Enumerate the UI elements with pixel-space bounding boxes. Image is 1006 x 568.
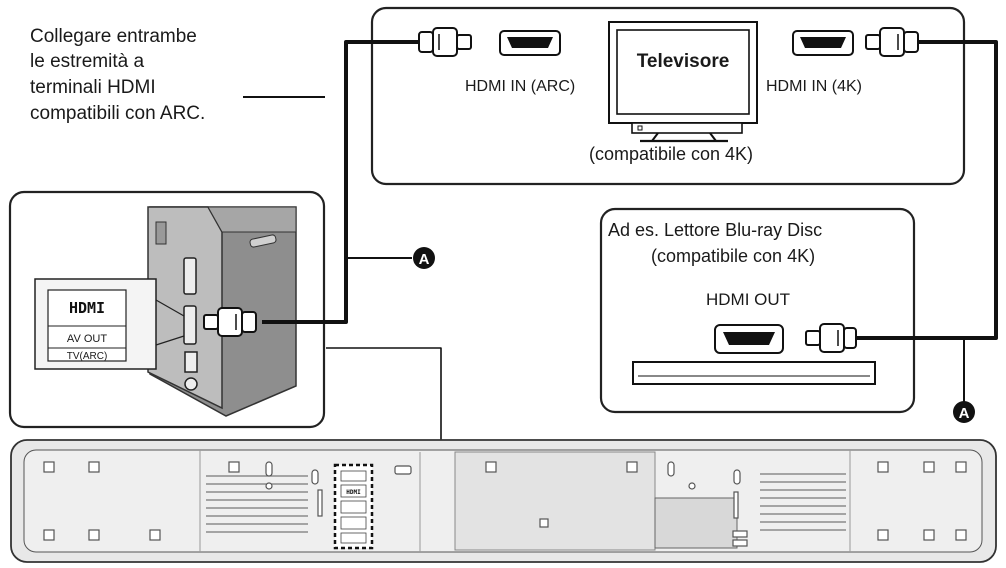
hdmi-cables [262,40,998,491]
tv-hdmi-arc-label: HDMI IN (ARC) [465,78,575,95]
note-line-3: terminali HDMI [30,77,156,98]
av-out-label: AV OUT [67,333,107,345]
tv-hdmi-arc-port [499,30,561,56]
player-body [632,361,876,385]
soundbar-vent-right [760,473,846,531]
tv-group: HDMI IN (ARC) Televisore (compatibile co… [370,6,966,186]
player-hdmi-out-port [714,324,784,354]
soundbar-vent-left [206,475,308,533]
hdmi-plug-soundbar [203,307,257,337]
hdmi-plug-player [805,323,857,353]
tv-name-label: Televisore [637,51,730,72]
hdmi-logo: HDMI [69,299,105,317]
callout-a-2-label: A [959,405,970,422]
callout-a-1-label: A [419,251,430,268]
television-icon [608,21,758,143]
tv-hdmi-4k-port [792,30,854,56]
note-line-4: compatibili con ARC. [30,103,205,124]
hdmi-plug-tv-4k [865,27,919,57]
instruction-note: Collegare entrambe le estremità a termin… [30,26,325,124]
player-line-1: Ad es. Lettore Blu-ray Disc [608,220,822,240]
player-group: Ad es. Lettore Blu-ray Disc (compatibile… [599,207,916,414]
callout-a-2: A [953,401,975,423]
tv-arc-label: TV(ARC) [67,351,108,362]
note-line-2: le estremità a [30,51,144,72]
closeup-optical-port [184,351,198,373]
soundbar-hdmi-mark: HDMI [346,489,361,496]
tv-compat-label: (compatibile con 4K) [589,144,753,164]
hdmi-cable-arc [262,40,470,324]
soundbar-closeup-group: HDMI AV OUT TV(ARC) [8,190,326,429]
closeup-hdmi-port-upper [183,257,197,295]
soundbar-bottom-view: HDMI [10,439,997,563]
hdmi-cable-4k [846,40,998,340]
closeup-hdmi-port-arc [183,305,197,345]
hdmi-plug-tv-arc [418,27,472,57]
player-line-2: (compatibile con 4K) [651,246,815,266]
callout-a-1: A [413,247,435,269]
player-hdmi-out-label: HDMI OUT [706,290,790,309]
note-line-1: Collegare entrambe [30,26,197,47]
terminal-highlight [333,463,374,550]
tv-hdmi-4k-label: HDMI IN (4K) [766,78,862,95]
